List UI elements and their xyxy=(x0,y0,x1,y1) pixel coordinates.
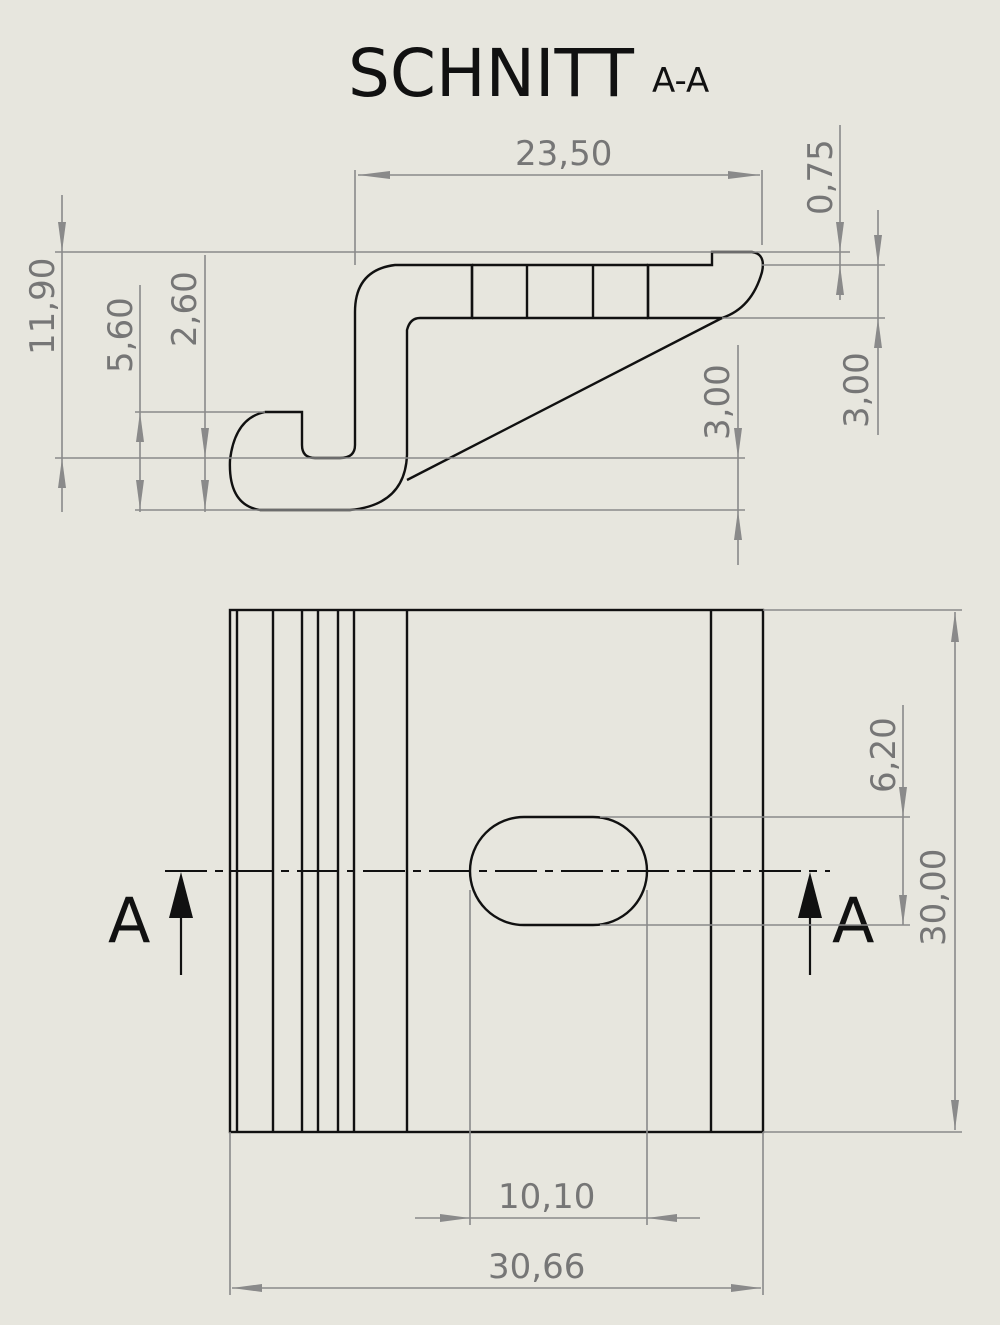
dim-hook-height: 5,60 xyxy=(101,297,141,373)
cut-label-left: A xyxy=(108,884,150,957)
title-main: SCHNITT xyxy=(348,35,635,112)
dim-width: 30,66 xyxy=(488,1247,585,1287)
front-view: A A 6,20 30,00 10,10 30,66 xyxy=(108,608,962,1295)
section-profile-body xyxy=(228,263,474,512)
dim-hook-gap: 2,60 xyxy=(165,271,205,347)
dim-top-thickness: 3,00 xyxy=(837,352,877,428)
dim-width-top: 23,50 xyxy=(515,134,612,174)
dim-height: 30,00 xyxy=(914,849,954,946)
dim-lip: 0,75 xyxy=(801,139,841,215)
dim-slot-length: 10,10 xyxy=(498,1177,595,1217)
dim-slot-width: 6,20 xyxy=(864,717,904,793)
cut-label-right: A xyxy=(832,884,874,957)
section-profile-tip xyxy=(646,250,765,320)
title-sub: A-A xyxy=(652,61,709,101)
section-view: 23,50 0,75 11,90 5,60 2,60 3,00 3,00 xyxy=(23,125,885,565)
dim-height-total: 11,90 xyxy=(23,258,63,355)
dim-inner-drop: 3,00 xyxy=(698,364,738,440)
